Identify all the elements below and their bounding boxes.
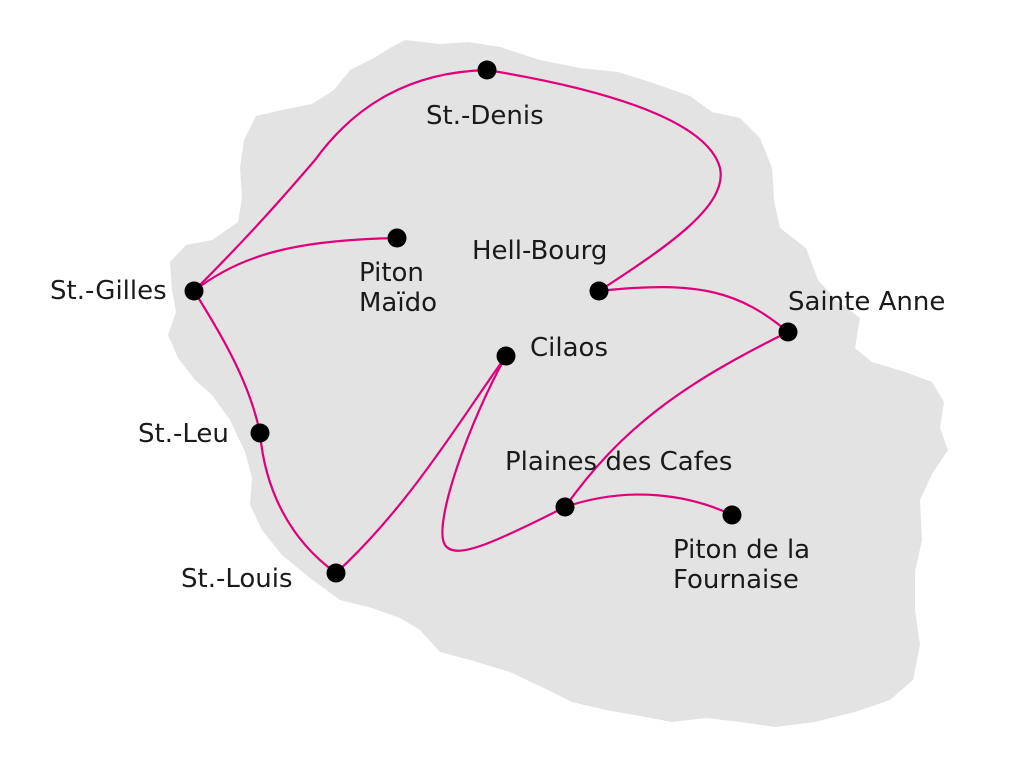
route-plaines-des-cafes-piton-de-la-fournaise	[563, 493, 734, 517]
label-st-leu: St.-Leu	[138, 419, 229, 449]
label-st-gilles: St.-Gilles	[50, 276, 167, 306]
route-st-louis-st-leu	[258, 431, 338, 575]
place-labels: St.-Denis Piton Maïdo Hell-Bourg St.-Gil…	[50, 101, 945, 595]
label-plaines-des-cafes: Plaines des Cafes	[505, 447, 732, 477]
label-cilaos: Cilaos	[530, 333, 608, 363]
route-cilaos-st-louis	[334, 354, 508, 575]
place-markers	[184, 60, 798, 583]
label-piton-maido: Piton Maïdo	[359, 258, 437, 318]
route-st-gilles-piton-maido	[192, 236, 399, 293]
marker-st-denis	[477, 60, 497, 80]
route-hell-bourg-sainte-anne	[597, 286, 790, 334]
label-sainte-anne: Sainte Anne	[788, 287, 945, 317]
marker-cilaos	[496, 346, 516, 366]
route-st-gilles-st-denis	[192, 68, 489, 293]
marker-hell-bourg	[589, 281, 609, 301]
marker-st-gilles	[184, 281, 204, 301]
route-st-denis-hell-bourg	[485, 68, 722, 293]
label-piton-de-la-fournaise: Piton de la Fournaise	[673, 535, 818, 595]
marker-plaines-des-cafes	[555, 497, 575, 517]
label-st-denis: St.-Denis	[426, 101, 544, 131]
island-shape	[168, 40, 948, 727]
label-hell-bourg: Hell-Bourg	[472, 236, 607, 266]
marker-piton-maido	[387, 228, 407, 248]
route-lines	[192, 68, 790, 575]
marker-piton-de-la-fournaise	[722, 505, 742, 525]
label-st-louis: St.-Louis	[181, 564, 293, 594]
route-sainte-anne-plaines-des-cafes	[563, 330, 790, 509]
route-plaines-des-cafes-cilaos	[441, 354, 567, 552]
route-st-leu-st-gilles	[192, 289, 262, 435]
marker-sainte-anne	[778, 322, 798, 342]
marker-st-louis	[326, 563, 346, 583]
marker-st-leu	[250, 423, 270, 443]
